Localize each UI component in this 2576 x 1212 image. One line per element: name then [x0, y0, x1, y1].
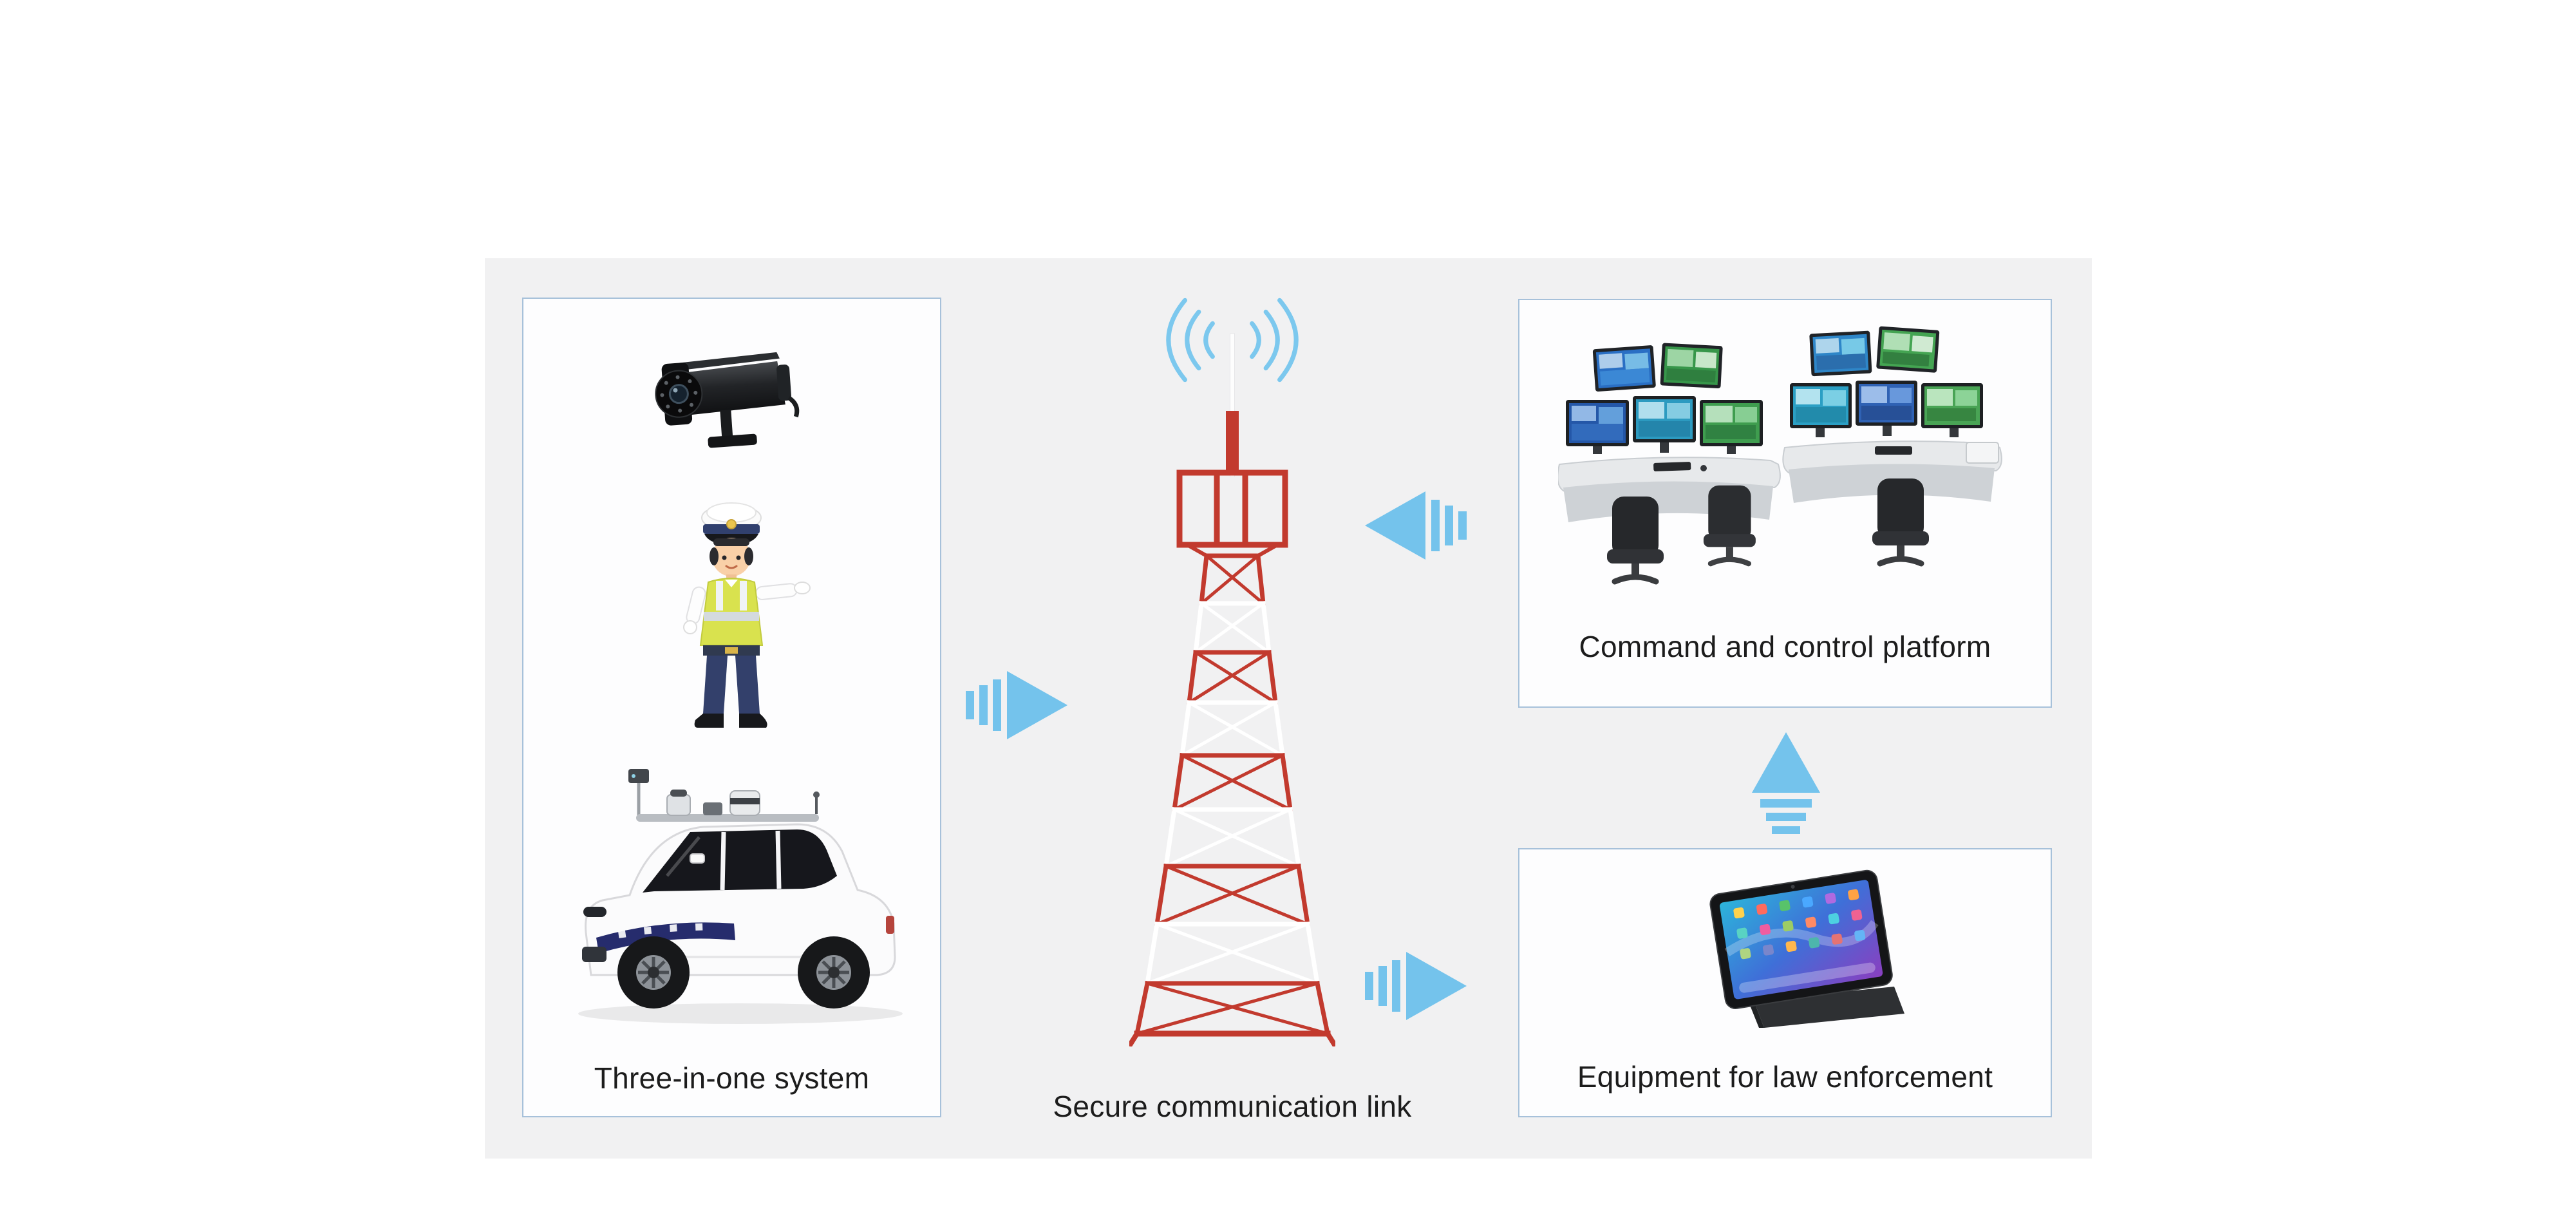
cctv-camera-icon	[652, 327, 811, 480]
arrow-right-bottom-icon	[1365, 951, 1468, 1021]
secure-link-label: Secure communication link	[1053, 1090, 1412, 1123]
radio-waves-icon	[1166, 298, 1299, 383]
control-room-icon	[1558, 325, 2015, 615]
arrow-up-icon	[1751, 731, 1821, 834]
arrow-left-icon	[1364, 490, 1467, 561]
three-in-one-label: Three-in-one system	[594, 1061, 870, 1095]
communication-tower-icon	[1129, 287, 1335, 1046]
traffic-police-officer-icon	[644, 487, 819, 748]
tablet-icon	[1687, 857, 1925, 1043]
patrol-vehicle-icon	[541, 760, 927, 1043]
command-platform-label: Command and control platform	[1579, 630, 1991, 663]
arrow-right-icon	[966, 670, 1069, 741]
law-enforcement-label: Equipment for law enforcement	[1577, 1060, 1993, 1094]
